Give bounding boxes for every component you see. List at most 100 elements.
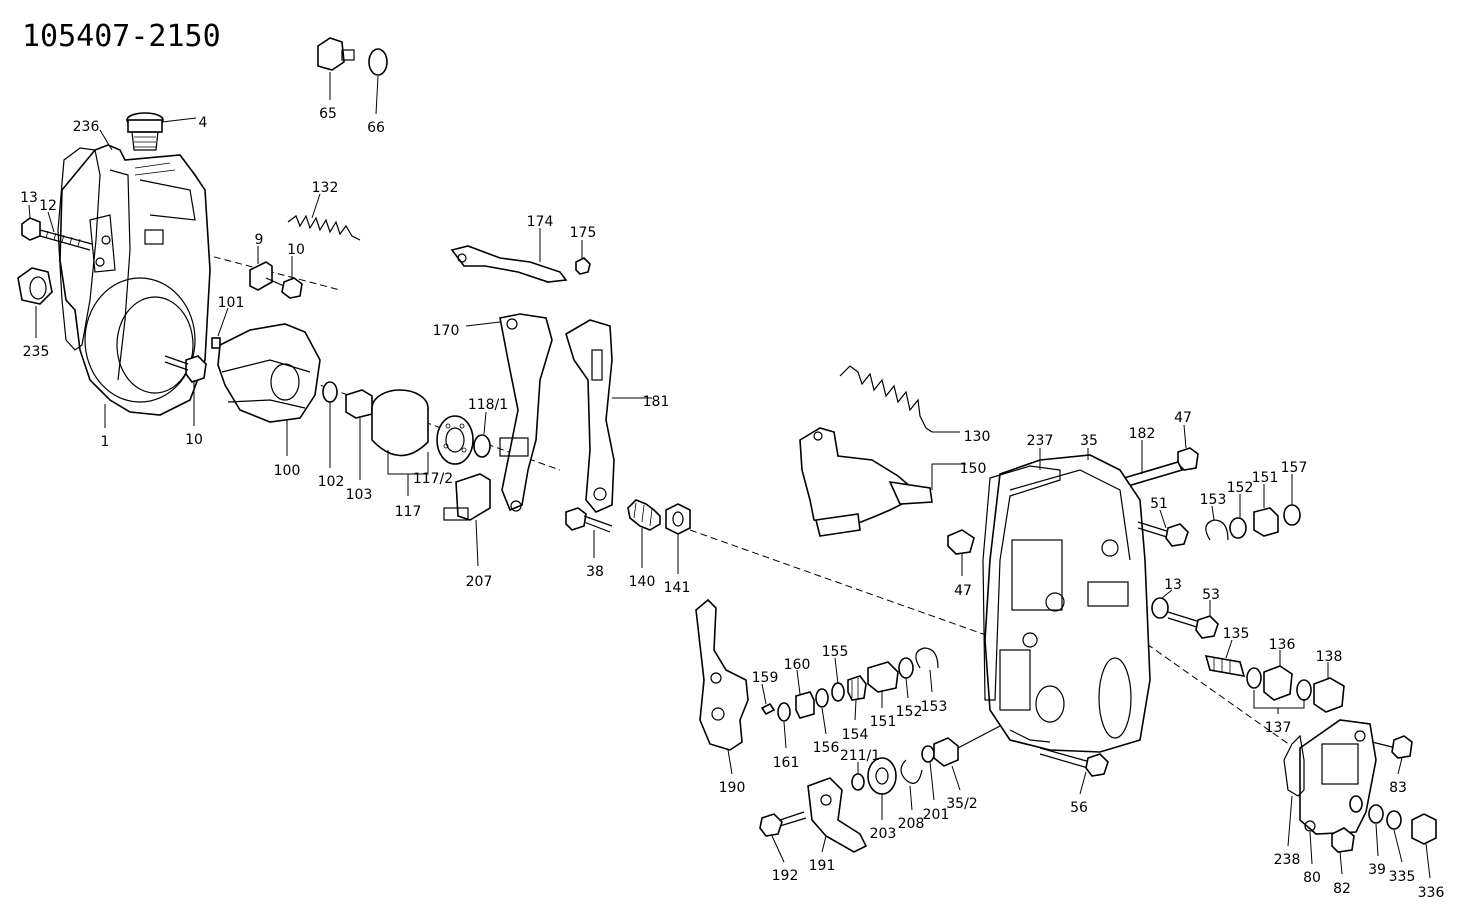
washer-118-1	[473, 434, 491, 458]
bolt-47-lower	[947, 529, 975, 555]
part-label-102: 102	[318, 474, 345, 490]
part-label-140: 140	[629, 574, 656, 590]
part-label-141: 141	[664, 580, 691, 596]
part-label-135: 135	[1223, 626, 1250, 642]
part-label-56: 56	[1070, 800, 1088, 816]
part-label-175: 175	[570, 225, 597, 241]
oring-201	[921, 745, 935, 763]
nut-175	[575, 257, 591, 275]
part-label-130: 130	[964, 429, 991, 445]
screw-135	[1204, 654, 1246, 678]
part-label-190: 190	[719, 780, 746, 796]
washer-39	[1368, 804, 1384, 824]
nut-235	[17, 267, 53, 305]
part-label-13: 13	[1164, 577, 1182, 593]
part-label-152: 152	[1227, 480, 1254, 496]
part-label-9: 9	[255, 232, 264, 248]
part-label-38: 38	[586, 564, 604, 580]
bolt-51	[1137, 521, 1189, 547]
governor-cover-35	[984, 454, 1151, 753]
sleeve-103	[345, 389, 373, 419]
part-label-53: 53	[1202, 587, 1220, 603]
part-label-159: 159	[752, 670, 779, 686]
part-label-47: 47	[954, 583, 972, 599]
bolt-82	[1331, 827, 1355, 853]
part-label-101: 101	[218, 295, 245, 311]
pin-159	[760, 702, 776, 716]
part-label-35-2: 35/2	[946, 796, 977, 812]
washer-13-right	[1151, 597, 1169, 619]
bolt-192	[759, 811, 807, 837]
washer-66	[368, 48, 388, 76]
bushing-151-upper	[1253, 507, 1279, 537]
bolt-83	[1371, 735, 1413, 759]
part-label-136: 136	[1269, 637, 1296, 653]
spring-154	[847, 675, 867, 701]
part-label-150: 150	[960, 461, 987, 477]
cap-nut-141	[665, 503, 691, 535]
washer-137-left	[1246, 667, 1262, 689]
part-label-156: 156	[813, 740, 840, 756]
part-label-47: 47	[1174, 410, 1192, 426]
bolt-56	[1039, 747, 1109, 777]
part-label-132: 132	[312, 180, 339, 196]
part-label-35: 35	[1080, 433, 1098, 449]
lever-174	[450, 245, 568, 283]
nut-13	[21, 217, 41, 241]
clip-208	[900, 759, 923, 784]
part-label-153: 153	[1200, 492, 1227, 508]
shaft-lever-150	[799, 427, 933, 537]
part-label-10: 10	[185, 432, 203, 448]
circlip-153-lower	[915, 647, 939, 669]
part-label-66: 66	[367, 120, 385, 136]
part-label-208: 208	[898, 816, 925, 832]
bracket-9	[249, 261, 273, 291]
shaft-35-2	[933, 725, 1001, 767]
washer-102	[322, 381, 338, 403]
rear-cover-80	[1299, 719, 1377, 835]
lever-191	[807, 777, 868, 853]
bolt-10-lower	[164, 355, 207, 383]
part-label-82: 82	[1333, 881, 1351, 897]
part-label-154: 154	[842, 727, 869, 743]
part-label-161: 161	[773, 755, 800, 771]
part-label-203: 203	[870, 826, 897, 842]
bolt-10-upper	[265, 277, 303, 299]
lever-181	[565, 319, 615, 513]
part-label-103: 103	[346, 487, 373, 503]
washer-82-upper	[1349, 795, 1363, 813]
spring-130	[839, 365, 933, 433]
part-label-237: 237	[1027, 433, 1054, 449]
leader-lines	[28, 72, 1431, 879]
part-label-235: 235	[23, 344, 50, 360]
part-label-4: 4	[199, 115, 208, 131]
bearing-117	[371, 389, 474, 465]
cap-nut-336	[1411, 813, 1437, 845]
part-label-65: 65	[319, 106, 337, 122]
washer-161	[777, 702, 791, 722]
circlip-153-upper	[1205, 519, 1229, 541]
part-label-12: 12	[39, 198, 57, 214]
part-label-51: 51	[1150, 496, 1168, 512]
part-label-137: 137	[1265, 720, 1292, 736]
pin-182	[1122, 461, 1184, 487]
part-label-157: 157	[1281, 460, 1308, 476]
pin-101	[211, 337, 221, 349]
part-label-236: 236	[73, 119, 100, 135]
part-label-152: 152	[896, 704, 923, 720]
gasket-237	[982, 465, 1061, 701]
washer-156	[815, 688, 829, 708]
part-label-335: 335	[1389, 869, 1416, 885]
part-label-1: 1	[101, 434, 110, 450]
nut-65	[317, 37, 355, 71]
part-label-151: 151	[870, 714, 897, 730]
cap-nut-138	[1313, 677, 1345, 713]
part-label-118-1: 118/1	[468, 397, 508, 413]
part-label-170: 170	[433, 323, 460, 339]
spring-132	[287, 214, 361, 241]
part-label-201: 201	[923, 807, 950, 823]
bushing-203	[867, 757, 897, 795]
gasket-238	[1283, 734, 1305, 797]
